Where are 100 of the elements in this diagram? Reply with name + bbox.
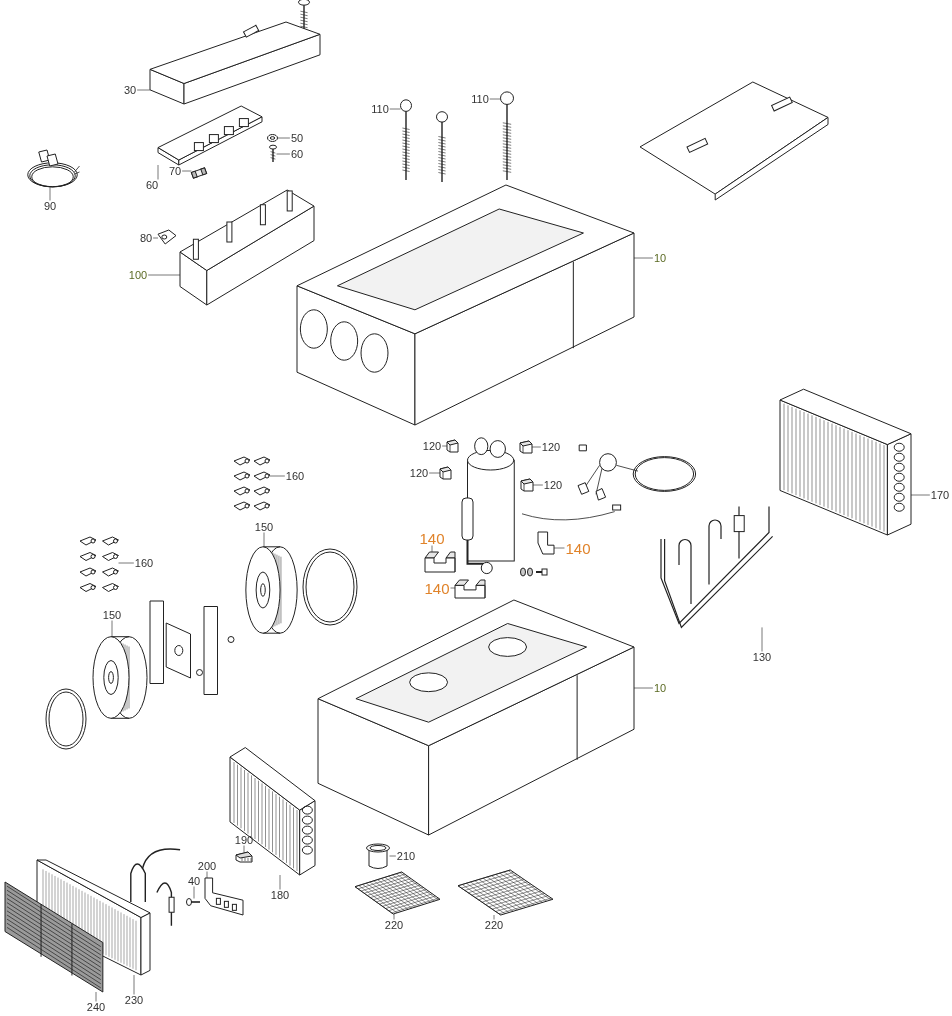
- leader-line: [393, 913, 395, 920]
- block-drawing: [439, 466, 452, 480]
- clip-set-drawing: [233, 456, 271, 511]
- leader-line: [493, 914, 495, 920]
- leader-line: [152, 237, 159, 239]
- clamp-drawing: [157, 229, 177, 245]
- leader-line: [633, 687, 654, 689]
- clip-set-drawing: [79, 536, 119, 592]
- bracket-drawing: [537, 531, 555, 555]
- tray-drawing: [179, 189, 315, 306]
- mesh-drawing: [354, 871, 441, 915]
- callout-number: 120: [421, 440, 443, 452]
- housing-drawing: [317, 599, 635, 836]
- leader-line: [389, 855, 397, 857]
- leader-line: [441, 445, 448, 447]
- pipe-assembly-drawing: [660, 505, 774, 629]
- callout-number: 120: [408, 467, 430, 479]
- mesh-drawing: [457, 869, 554, 916]
- housing-drawing: [296, 184, 635, 426]
- callout-number: 50: [289, 132, 305, 144]
- grille-drawing: [4, 881, 104, 993]
- pad-drawing: [424, 551, 456, 573]
- callout-number: 30: [122, 84, 138, 96]
- leader-line: [118, 562, 135, 564]
- callout-number: 60: [144, 179, 160, 191]
- leader-line: [111, 620, 113, 638]
- leader-line: [277, 137, 291, 139]
- leader-line: [95, 991, 97, 1002]
- leader-line: [489, 98, 501, 100]
- leader-line: [431, 545, 433, 553]
- callout-number: 120: [540, 441, 562, 453]
- callout-number: 150: [253, 521, 275, 533]
- callout-number: 110: [470, 93, 490, 105]
- pad-drawing: [454, 579, 486, 599]
- coil-drawing: [229, 747, 316, 876]
- callout-number: 100: [127, 269, 149, 281]
- washer-drawing: [267, 134, 278, 142]
- callout-number: 60: [289, 148, 305, 160]
- leader-line: [910, 494, 931, 496]
- callout-number: 160: [284, 470, 306, 482]
- leader-line: [428, 472, 441, 474]
- callout-number: 90: [42, 200, 58, 212]
- leader-line: [279, 874, 281, 890]
- leader-line: [263, 532, 265, 548]
- callout-number: 130: [751, 651, 773, 663]
- leader-line: [157, 164, 159, 180]
- callout-number: 120: [542, 479, 564, 491]
- leader-line: [147, 274, 181, 276]
- leader-line: [276, 153, 291, 155]
- screw-drawing: [500, 91, 514, 181]
- callout-number: 110: [370, 103, 390, 115]
- callout-number: 210: [395, 850, 417, 862]
- callout-number: 200: [196, 860, 218, 872]
- leader-line: [553, 547, 565, 549]
- blower-wheel-drawing: [92, 636, 148, 719]
- leader-line: [49, 186, 51, 201]
- callout-number: 10: [652, 252, 668, 264]
- block-drawing: [520, 478, 534, 492]
- circuit-board-drawing: [157, 105, 263, 166]
- blower-wheel-drawing: [245, 546, 298, 634]
- leader-line: [181, 170, 192, 172]
- cup-drawing: [366, 843, 390, 869]
- leader-line: [269, 475, 286, 477]
- callout-number: 180: [269, 889, 291, 901]
- holder-drawing: [204, 877, 244, 916]
- callout-number: 230: [123, 994, 145, 1006]
- coil-drawing: [779, 388, 912, 536]
- block-drawing: [519, 440, 533, 454]
- screw-drawing: [269, 144, 277, 163]
- callout-number: 140: [418, 530, 446, 546]
- callout-number: 190: [233, 834, 255, 846]
- leader-line: [243, 845, 245, 853]
- connector-drawing: [235, 851, 253, 863]
- fuse-drawing: [190, 167, 208, 179]
- screw-drawing: [400, 99, 412, 181]
- callout-number: 10: [652, 682, 668, 694]
- callout-number: 80: [138, 232, 154, 244]
- callout-number: 220: [383, 919, 405, 931]
- leader-line: [531, 446, 542, 448]
- callout-number: 140: [423, 580, 451, 596]
- leader-line: [136, 89, 151, 91]
- callout-number: 240: [85, 1001, 107, 1013]
- callout-number: 70: [167, 165, 183, 177]
- block-drawing: [446, 439, 459, 453]
- callout-number: 150: [101, 609, 123, 621]
- leader-line: [206, 871, 208, 879]
- leader-line: [532, 484, 544, 486]
- cover-drawing: [149, 21, 321, 105]
- screw-drawing: [186, 898, 201, 906]
- leader-line: [761, 627, 763, 652]
- callout-number: 140: [564, 540, 592, 556]
- leader-line: [133, 974, 135, 995]
- callout-number: 160: [133, 557, 155, 569]
- leader-line: [450, 587, 456, 589]
- callout-number: 40: [186, 875, 202, 887]
- callout-number: 220: [483, 919, 505, 931]
- callout-number: 170: [929, 489, 951, 501]
- cable-drawing: [27, 149, 80, 188]
- leader-line: [633, 257, 654, 259]
- leader-line: [389, 108, 401, 110]
